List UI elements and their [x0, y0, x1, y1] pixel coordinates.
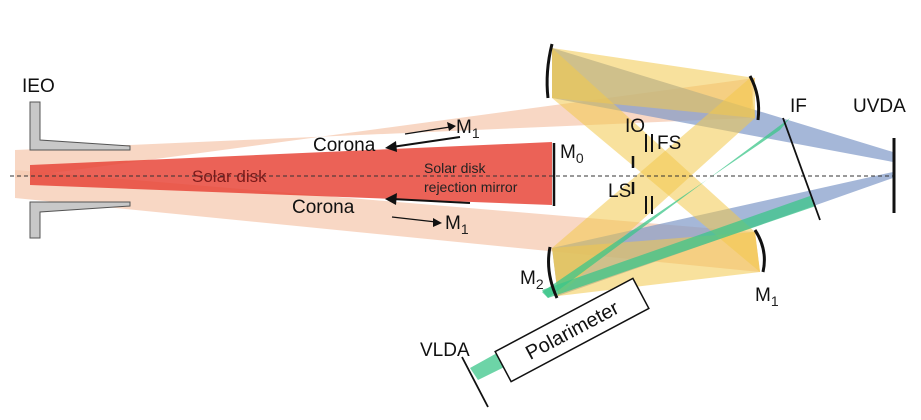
label-uvda: UVDA [853, 96, 906, 117]
ieo-upper-tube [29, 101, 131, 151]
mirror-m2-lower [547, 246, 559, 299]
label-rejection-line2: rejection mirror [424, 179, 518, 195]
label-m1-lower: M1 [755, 285, 779, 309]
interference-filter-if [782, 117, 821, 221]
label-m1-top-arrow: M1 [456, 117, 480, 141]
label-m0: M0 [560, 142, 584, 166]
label-corona-bottom: Corona [292, 197, 355, 218]
solar-disk-beam [30, 142, 552, 205]
label-ls: LS [608, 181, 631, 202]
label-rejection-line1: Solar disk [424, 160, 486, 176]
internal-occulter-io [645, 134, 653, 152]
label-corona-top: Corona [313, 135, 376, 156]
mirror-m1-upper [748, 75, 761, 121]
mirror-m1-lower [753, 229, 766, 273]
ieo-lower-tube [29, 201, 131, 239]
green-beam-lower [542, 196, 816, 298]
field-stop-fs [645, 196, 653, 214]
label-if: IF [790, 96, 807, 117]
arrow-m1-upper [404, 122, 456, 135]
label-ieo: IEO [22, 76, 55, 97]
arrow-corona-lower [385, 193, 471, 205]
label-io: IO [625, 116, 645, 137]
label-fs: FS [657, 133, 681, 154]
yellow-beam-cross-2 [552, 78, 755, 296]
label-m1-bottom-arrow: M1 [445, 213, 469, 237]
arrow-m1-lower [391, 216, 442, 227]
green-beam-upper [542, 118, 790, 298]
vlda-detector [461, 356, 489, 408]
label-vlda: VLDA [420, 340, 470, 361]
mirror-m2-upper [545, 43, 554, 99]
arrow-corona-upper [385, 136, 461, 152]
yellow-beam-lower [552, 232, 760, 296]
label-m2: M2 [520, 268, 544, 292]
label-solar-disk: Solar disk [192, 167, 267, 186]
